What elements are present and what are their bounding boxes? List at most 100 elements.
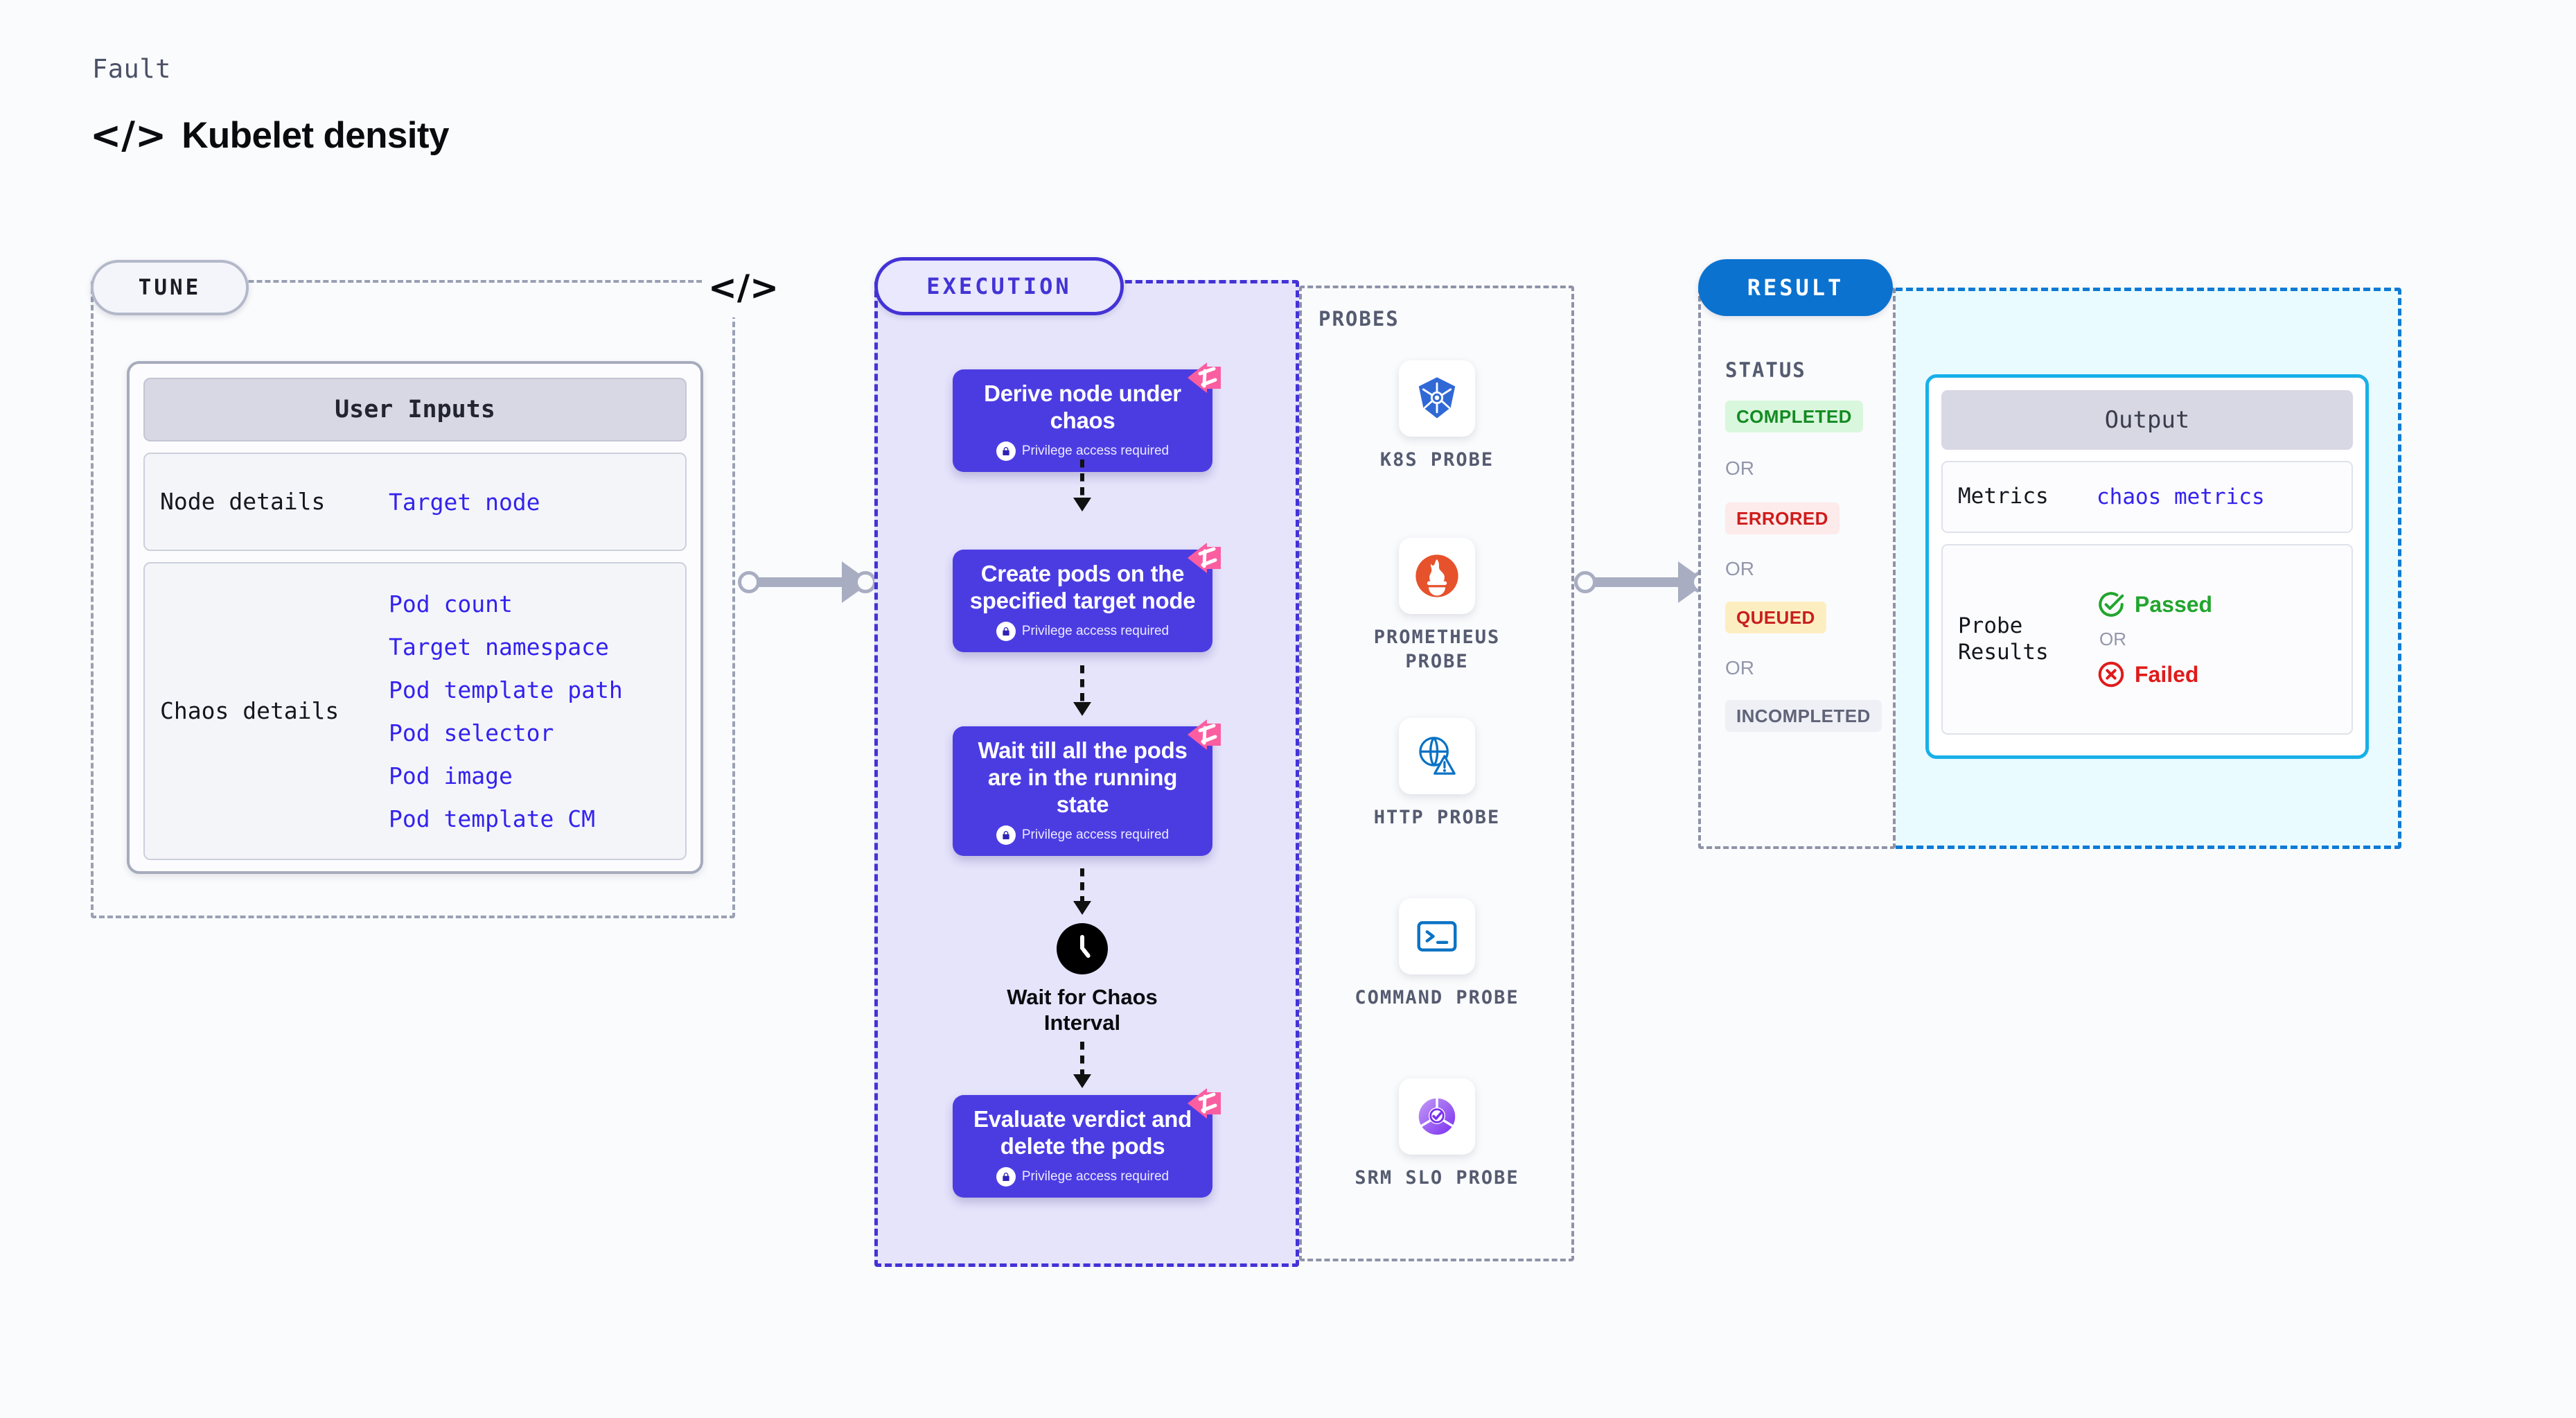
user-inputs-title: User Inputs	[143, 378, 687, 441]
tune-row-node-details: Node details Target node	[143, 453, 687, 551]
step-connector-arrow	[1073, 901, 1091, 915]
execution-pill[interactable]: EXECUTION	[874, 257, 1124, 315]
step-title: Wait till all the pods are in the runnin…	[978, 737, 1188, 817]
step-title: Create pods on the specified target node	[969, 561, 1196, 613]
tune-row-values: Target node	[389, 489, 540, 516]
execution-step-card[interactable]: Derive node under chaos Privilege access…	[953, 362, 1221, 472]
harness-logo-icon	[1188, 362, 1221, 393]
probe-item[interactable]: K8S PROBE	[1347, 360, 1527, 472]
page-title-row: </> Kubelet density	[90, 114, 449, 157]
step-privilege-note: Privilege access required	[965, 1166, 1200, 1187]
clock-icon	[1057, 923, 1108, 974]
status-or: OR	[1725, 657, 1754, 679]
execution-step-card[interactable]: Wait till all the pods are in the runnin…	[953, 719, 1221, 856]
step-privilege-text: Privilege access required	[1021, 443, 1170, 458]
tune-panel-border	[91, 280, 735, 918]
status-badge: INCOMPLETED	[1725, 700, 1882, 732]
step-title: Derive node under chaos	[984, 380, 1181, 433]
terminal-icon	[1399, 898, 1475, 974]
tune-row-chaos-details: Chaos details Pod count Target namespace…	[143, 562, 687, 860]
step-connector	[1080, 459, 1084, 504]
connector-tune-to-execution	[738, 561, 876, 603]
tune-value[interactable]: Pod template CM	[389, 805, 596, 832]
tune-value[interactable]: Pod template path	[389, 676, 623, 703]
status-badge: ERRORED	[1725, 502, 1840, 534]
step-connector-arrow	[1073, 702, 1091, 716]
step-privilege-note: Privilege access required	[965, 825, 1200, 845]
tune-value[interactable]: Pod count	[389, 590, 513, 618]
probe-label: K8S PROBE	[1379, 449, 1494, 471]
lock-icon	[996, 1166, 1016, 1187]
tune-value[interactable]: Pod selector	[389, 719, 554, 746]
connector-execution-to-result	[1574, 561, 1713, 603]
execution-step-card[interactable]: Evaluate verdict and delete the pods Pri…	[953, 1088, 1221, 1198]
lock-icon	[996, 621, 1016, 641]
verdict-label: Passed	[2135, 591, 2213, 617]
user-inputs-card: User Inputs Node details Target node Cha…	[127, 361, 703, 874]
prometheus-icon	[1399, 538, 1475, 614]
output-card: Output Metrics chaos metrics Probe Resul…	[1925, 374, 2369, 759]
status-badge: COMPLETED	[1725, 401, 1863, 432]
verdict-or: OR	[2099, 629, 2126, 649]
page-title: Kubelet density	[182, 115, 449, 156]
wait-node-label: Wait for Chaos Interval	[1007, 985, 1158, 1035]
step-connector	[1080, 665, 1084, 708]
page-kicker: Fault	[92, 54, 171, 84]
step-title: Evaluate verdict and delete the pods	[973, 1106, 1192, 1159]
probe-label: HTTP PROBE	[1373, 807, 1501, 828]
step-privilege-text: Privilege access required	[1021, 1168, 1170, 1184]
step-connector-arrow	[1073, 1074, 1091, 1088]
probe-label: COMMAND PROBE	[1355, 987, 1519, 1008]
status-title: STATUS	[1725, 358, 1806, 382]
tune-value[interactable]: Target namespace	[389, 633, 609, 660]
step-connector-arrow	[1073, 498, 1091, 511]
globe-warning-icon	[1399, 718, 1475, 794]
kubernetes-icon	[1399, 360, 1475, 437]
check-circle-icon	[2099, 592, 2124, 617]
tune-value[interactable]: Target node	[389, 488, 540, 516]
probe-item[interactable]: SRM SLO PROBE	[1347, 1078, 1527, 1190]
output-row-value[interactable]: chaos metrics	[2097, 484, 2265, 509]
tune-row-label: Node details	[160, 488, 326, 516]
verdict-passed: Passed	[2097, 590, 2212, 619]
result-status-column-border	[1698, 288, 1896, 849]
probe-item[interactable]: PROMETHEUS PROBE	[1347, 538, 1527, 674]
tune-pill[interactable]: TUNE	[91, 260, 249, 315]
status-badge: QUEUED	[1725, 602, 1826, 633]
result-pill[interactable]: RESULT	[1698, 259, 1893, 316]
output-row-label: Metrics	[1958, 484, 2049, 509]
lock-icon	[996, 825, 1016, 845]
status-or: OR	[1725, 457, 1754, 479]
probe-item[interactable]: COMMAND PROBE	[1347, 898, 1527, 1010]
x-circle-icon	[2098, 661, 2124, 688]
execution-step-card[interactable]: Create pods on the specified target node…	[953, 543, 1221, 652]
tune-value[interactable]: Pod image	[389, 762, 513, 789]
probe-label: PROMETHEUS PROBE	[1373, 627, 1501, 673]
verdict-failed: Failed	[2097, 660, 2212, 689]
step-privilege-note: Privilege access required	[965, 441, 1200, 461]
output-title: Output	[1941, 390, 2353, 450]
harness-logo-icon	[1188, 543, 1221, 573]
probes-title: PROBES	[1318, 307, 1400, 331]
slo-donut-icon	[1399, 1078, 1475, 1155]
status-or: OR	[1725, 558, 1754, 579]
probe-verdicts: Passed OR Failed	[2097, 590, 2212, 689]
tune-code-icon: </>	[702, 258, 785, 317]
output-row-label: Probe Results	[1958, 613, 2049, 665]
tune-row-label: Chaos details	[160, 697, 339, 725]
verdict-label: Failed	[2135, 661, 2199, 687]
step-privilege-text: Privilege access required	[1021, 623, 1170, 638]
step-connector	[1080, 868, 1084, 907]
lock-icon	[996, 441, 1016, 461]
step-privilege-text: Privilege access required	[1021, 827, 1170, 842]
code-icon: </>	[90, 113, 167, 157]
harness-logo-icon	[1188, 1088, 1221, 1119]
harness-logo-icon	[1188, 719, 1221, 750]
probe-item[interactable]: HTTP PROBE	[1347, 718, 1527, 830]
step-privilege-note: Privilege access required	[965, 621, 1200, 641]
step-connector	[1080, 1042, 1084, 1080]
output-row-metrics: Metrics chaos metrics	[1941, 461, 2353, 533]
tune-row-values: Pod count Target namespace Pod template …	[389, 590, 623, 832]
probe-label: SRM SLO PROBE	[1355, 1167, 1519, 1189]
